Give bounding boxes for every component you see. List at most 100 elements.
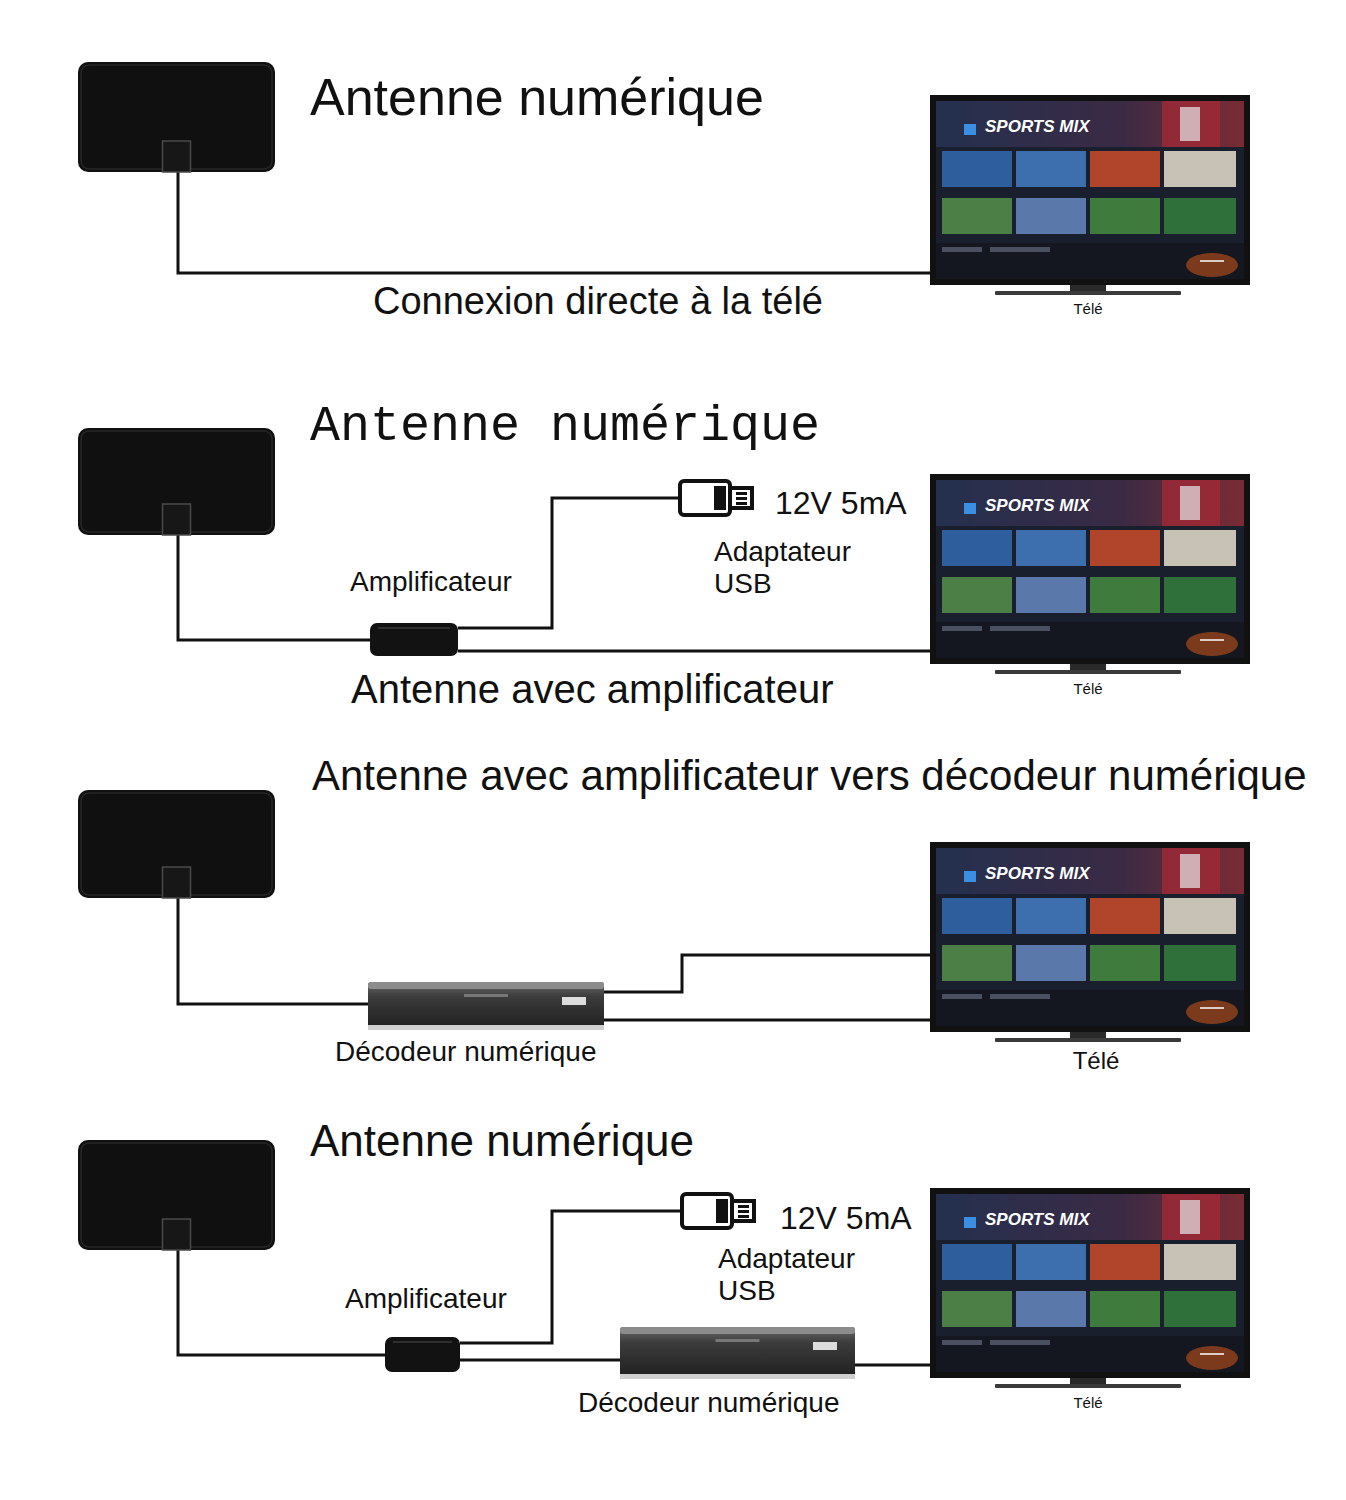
node-label: Télé (1073, 1394, 1102, 1411)
connection-caption: Connexion directe à la télé (370, 280, 826, 324)
node-label: 12V 5mA (780, 1200, 912, 1237)
antenna-panel: Antenne numérique (78, 1140, 275, 1250)
plug-pin (738, 1210, 749, 1213)
screen-title: SPORTS MIX (985, 1210, 1090, 1230)
plug-pin (738, 1205, 749, 1208)
node-label: Télé (1073, 1047, 1120, 1075)
node-label: Amplificateur (350, 566, 512, 598)
shape-outline (370, 623, 458, 656)
decoder-base (620, 1374, 855, 1379)
cable (178, 172, 930, 273)
cable (460, 1359, 620, 1362)
plug-body (680, 481, 730, 515)
decoder-logo (716, 1339, 760, 1342)
usb-adapter: 12V 5mAAdaptateur USB (680, 1191, 756, 1231)
node-label: Adaptateur USB (714, 536, 864, 600)
antenna-panel: Antenne numérique (78, 62, 275, 172)
amplifier-body (385, 1337, 460, 1372)
node-label: Antenne numérique (310, 1116, 694, 1167)
tv-frame (933, 845, 1247, 1029)
shape-outline (620, 1327, 855, 1379)
television: Télé (930, 1188, 1250, 1378)
decoder-display (562, 997, 586, 1005)
plug-pin (738, 1215, 749, 1218)
shape-outline (78, 1140, 275, 1250)
television: Télé (930, 474, 1250, 664)
antenna-body (78, 790, 275, 898)
antenna-body (78, 1140, 275, 1250)
amplifier-sheen (393, 1341, 452, 1343)
cable (604, 955, 930, 992)
shape-outline (930, 842, 1250, 1032)
television: Télé (930, 842, 1250, 1032)
amplifier-box: Amplificateur (385, 1337, 460, 1372)
shape-outline (680, 1191, 756, 1231)
plug-pin (736, 492, 747, 495)
node-label: 12V 5mA (775, 485, 907, 522)
television: Télé (930, 95, 1250, 285)
decoder-logo (464, 994, 508, 997)
plug-body (682, 1194, 732, 1228)
decoder-base (368, 1025, 604, 1030)
cable (178, 535, 370, 640)
shape-outline (368, 982, 604, 1030)
tv-picture (936, 480, 1244, 674)
plug-pin (736, 497, 747, 500)
shape-outline (78, 428, 275, 535)
cable (458, 498, 678, 628)
shape-outline (678, 478, 756, 518)
node-label: Amplificateur (345, 1283, 507, 1315)
tv-frame (933, 1191, 1247, 1375)
node-label: Décodeur numérique (335, 1036, 597, 1068)
decoder-top (368, 982, 604, 989)
cable (458, 650, 930, 653)
cable (604, 1019, 930, 1022)
antenna-flap (163, 504, 191, 535)
antenna-panel: Antenne numérique (78, 428, 275, 535)
decoder-display (813, 1342, 837, 1350)
plug-connector (730, 488, 752, 508)
plug-pin (736, 502, 747, 505)
cable (178, 898, 368, 1004)
decoder-box: Décodeur numérique (620, 1327, 855, 1379)
tv-picture (936, 101, 1244, 295)
tv-picture (936, 848, 1244, 1042)
tv-frame (933, 98, 1247, 282)
antenna-body (78, 428, 275, 535)
connection-caption: Antenne avec amplificateur (348, 666, 837, 712)
antenna-flap (163, 141, 191, 172)
antenna-body (78, 62, 275, 172)
plug-fill (714, 486, 726, 510)
screen-title: SPORTS MIX (985, 117, 1090, 137)
node-label: Décodeur numérique (578, 1387, 840, 1419)
shape-outline (78, 62, 275, 172)
cable (855, 1364, 930, 1367)
node-label: Télé (1073, 680, 1102, 697)
decoder-body (620, 1327, 855, 1379)
antenna-flap (163, 1219, 191, 1250)
decoder-top (620, 1327, 855, 1334)
cable (460, 1211, 680, 1343)
plug-connector (732, 1201, 754, 1221)
screen-title: SPORTS MIX (985, 496, 1090, 516)
decoder-body (368, 982, 604, 1030)
shape-outline (930, 1188, 1250, 1378)
node-label: Antenne avec amplificateur vers décodeur… (312, 752, 1307, 800)
plug-fill (716, 1199, 728, 1223)
node-label: Adaptateur USB (718, 1243, 868, 1307)
screen-title: SPORTS MIX (985, 864, 1090, 884)
node-label: Télé (1073, 300, 1102, 317)
antenna-panel: Antenne avec amplificateur vers décodeur… (78, 790, 275, 898)
tv-picture (936, 1194, 1244, 1388)
tv-frame (933, 477, 1247, 661)
usb-adapter: 12V 5mAAdaptateur USB (678, 478, 756, 518)
antenna-flap (163, 867, 191, 898)
amplifier-box: Amplificateur (370, 623, 458, 656)
decoder-box: Décodeur numérique (368, 982, 604, 1030)
shape-outline (930, 95, 1250, 285)
amplifier-body (370, 623, 458, 656)
